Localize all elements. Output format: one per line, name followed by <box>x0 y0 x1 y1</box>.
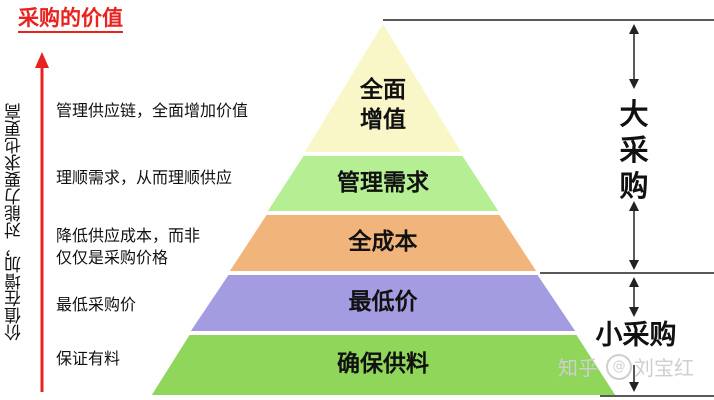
level-label-bottom: 保证有料 <box>56 349 121 368</box>
pyramid-tier-4 <box>187 273 579 333</box>
level-label-3-line2: 仅仅是采购价格 <box>56 248 169 267</box>
big-procurement-char-2: 采 <box>619 133 649 167</box>
tier-label-bottom: 确保供料 <box>337 351 429 377</box>
pyramid-tier-top <box>301 20 465 154</box>
small-arrow-down-head-upper <box>629 307 639 317</box>
pyramid-tier-2 <box>264 154 502 213</box>
diagram-title: 采购的价值 <box>18 6 123 33</box>
small-arrow-down-head <box>629 382 639 392</box>
level-label-top: 管理供应链，全面增加价值 <box>56 101 249 120</box>
big-arrow-down-head <box>629 260 639 270</box>
watermark-at-icon: @ <box>606 353 632 380</box>
tier-label-top-line2: 增值 <box>360 107 406 133</box>
big-procurement-char-3: 购 <box>619 169 649 203</box>
small-arrow-up-head <box>629 277 639 287</box>
small-procurement-label: 小采购 <box>595 320 677 351</box>
pyramid-tier-3 <box>226 213 540 273</box>
tier-label-4: 最低价 <box>348 289 418 315</box>
big-arrow-up-head <box>629 24 639 34</box>
tier-label-3: 全成本 <box>348 229 418 255</box>
watermark-prefix: 知乎 <box>558 356 598 380</box>
level-label-3-line1: 降低供应成本，而非 <box>56 226 201 245</box>
value-axis-label: 价值在增加，对能力要求也更高 <box>5 103 25 342</box>
watermark: 知乎 @ 刘宝红 <box>558 352 694 381</box>
big-arrow-down-head-upper <box>629 79 639 89</box>
value-axis-arrowhead <box>35 52 49 68</box>
level-label-4: 最低采购价 <box>56 295 137 314</box>
big-arrow-up-head-lower <box>629 201 639 211</box>
tier-label-2: 管理需求 <box>337 170 429 196</box>
level-label-2: 理顺需求，从而理顺供应 <box>56 168 233 187</box>
big-procurement-char-1: 大 <box>619 97 649 131</box>
tier-label-top-line1: 全面 <box>360 77 406 103</box>
watermark-name: 刘宝红 <box>634 356 694 380</box>
